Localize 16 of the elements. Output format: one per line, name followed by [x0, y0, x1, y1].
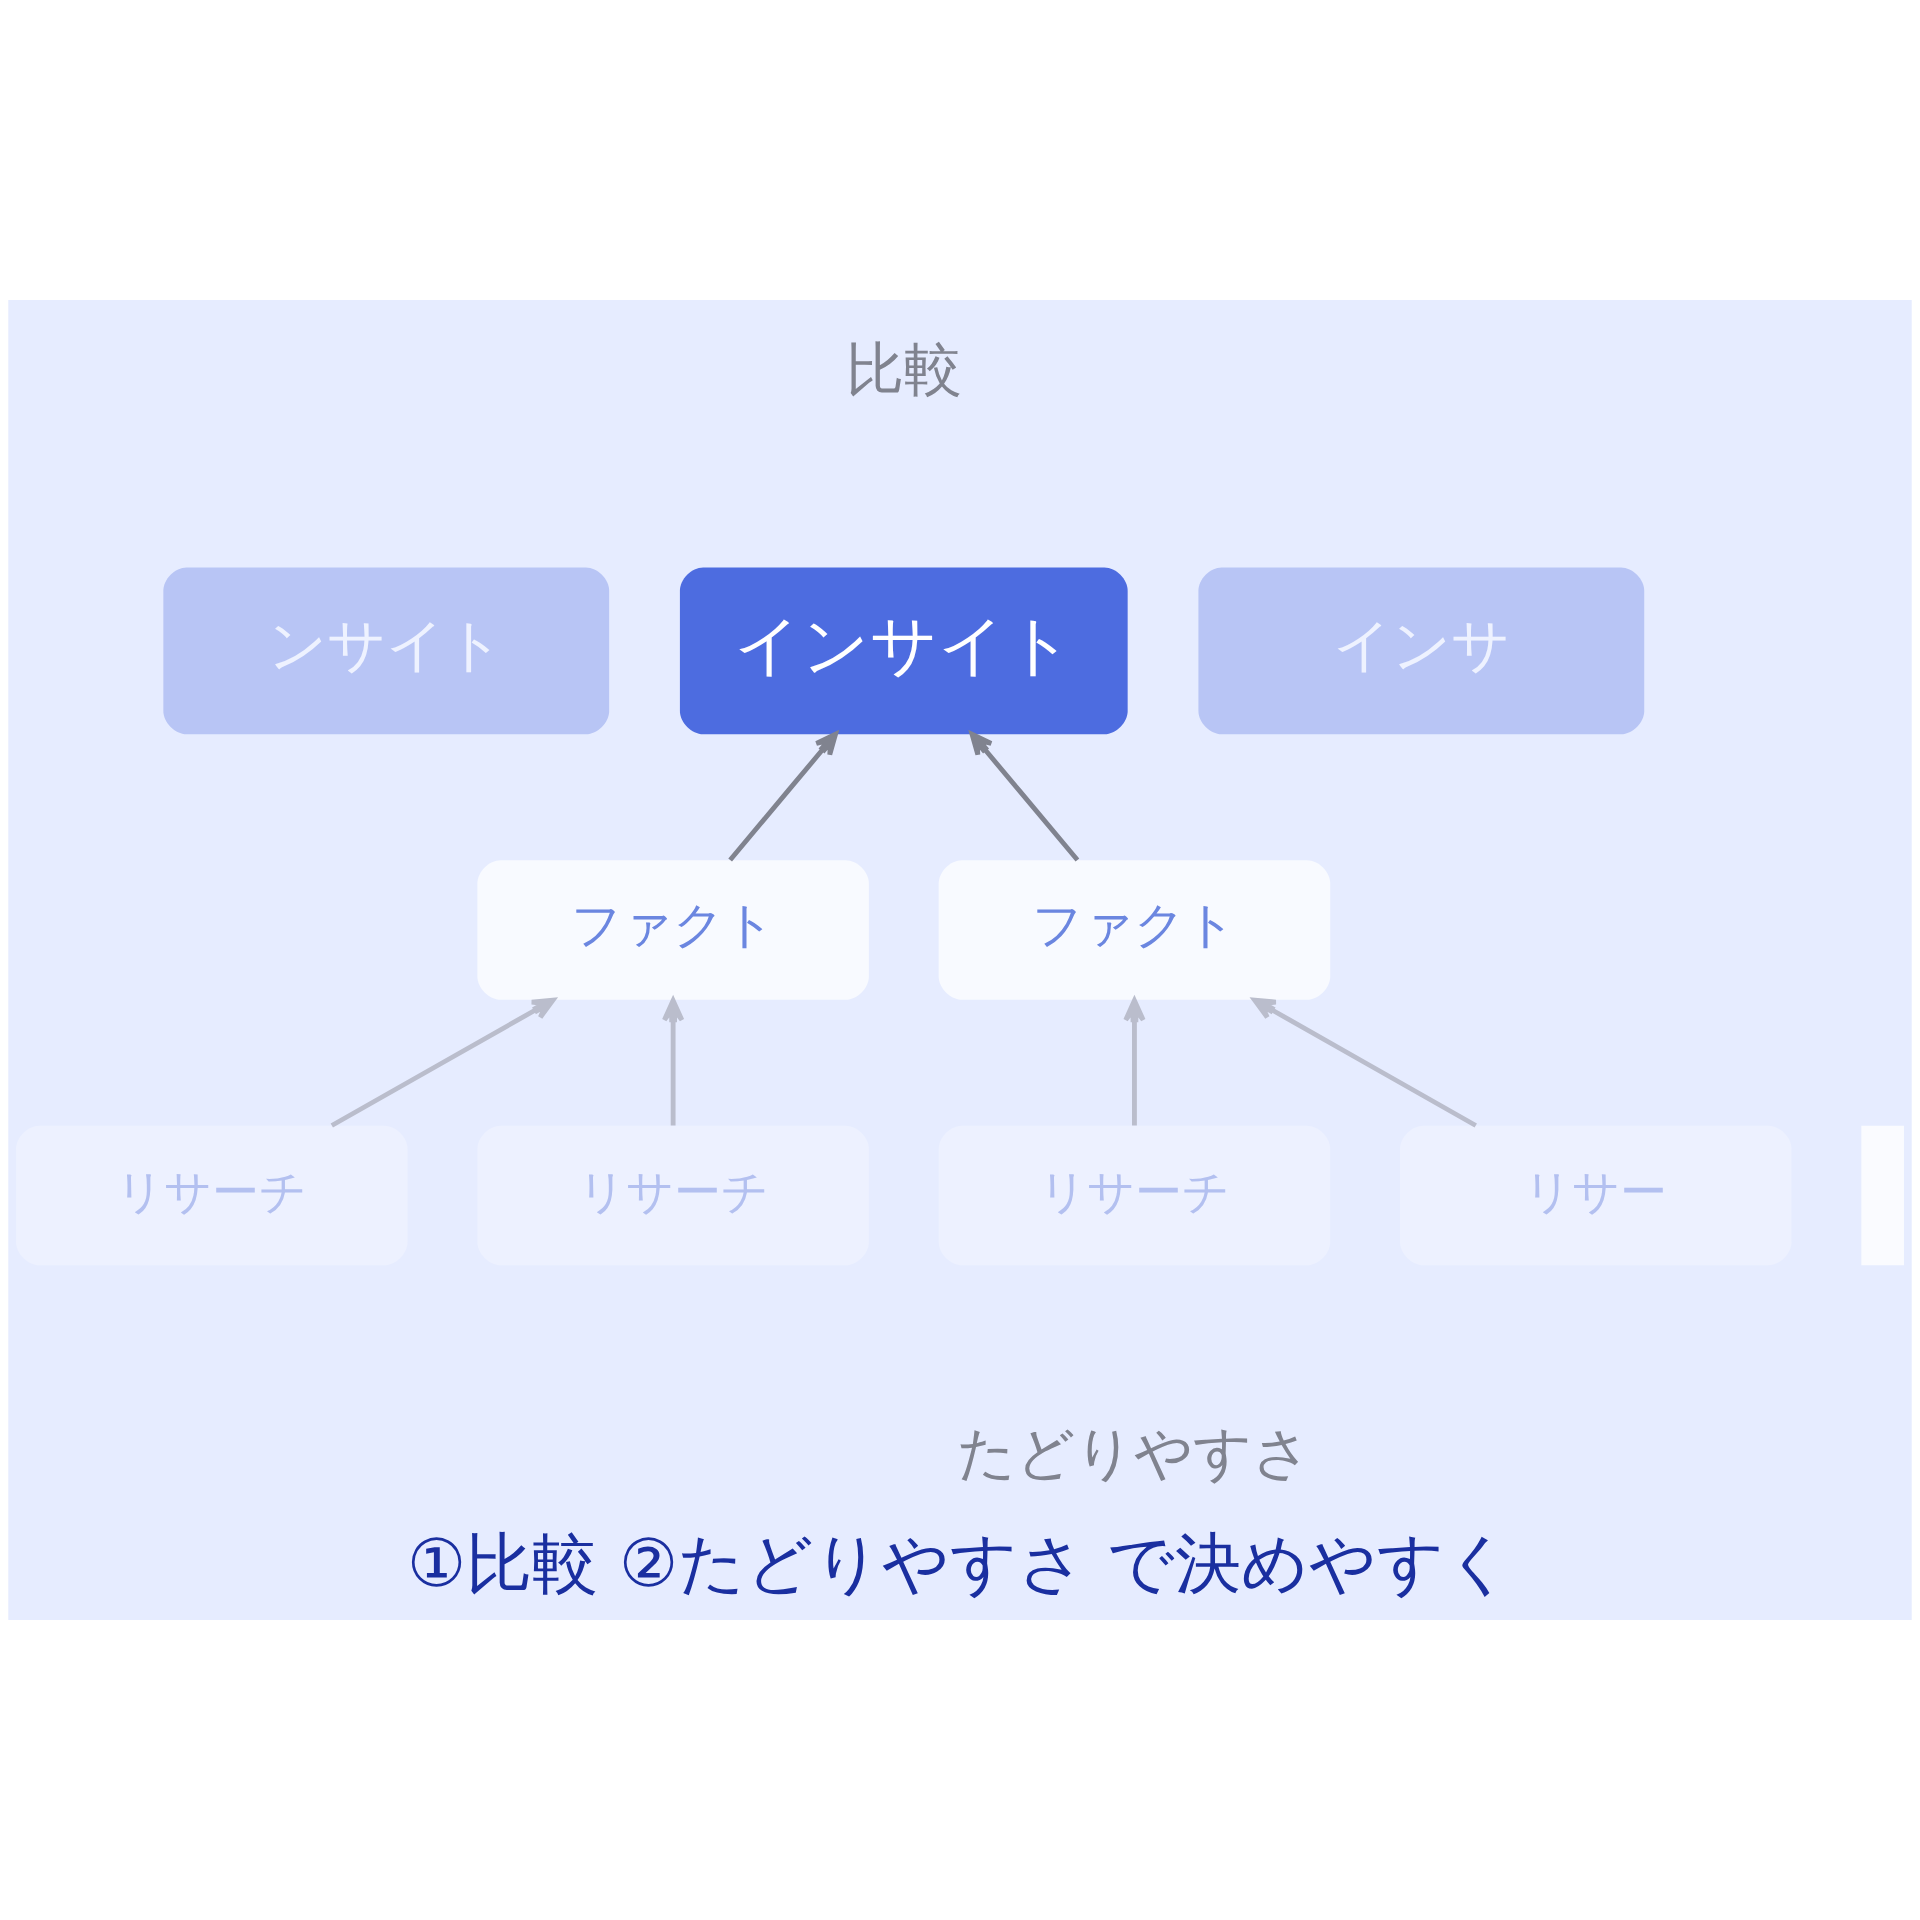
- label: 比較: [845, 335, 962, 404]
- arrow: [662, 998, 685, 1126]
- node-box: リサーチ: [477, 1125, 869, 1266]
- arrow: [1252, 997, 1477, 1128]
- node-box: リサーチ: [16, 1125, 408, 1266]
- arrow: [330, 997, 556, 1128]
- arrow: [728, 731, 838, 862]
- node-box: ファクト: [477, 860, 869, 1000]
- arrow: [1123, 998, 1146, 1126]
- arrow: [969, 731, 1080, 862]
- caption: ①比較 ②たどりやすさ で決めやすく: [406, 1524, 1514, 1602]
- node-box: ファクト: [938, 860, 1331, 1000]
- node-box: インサイト: [679, 567, 1128, 735]
- node-box: リサーチ: [938, 1125, 1331, 1266]
- label: たどりやすさ: [957, 1418, 1312, 1487]
- node-box: リサー: [1400, 1125, 1792, 1266]
